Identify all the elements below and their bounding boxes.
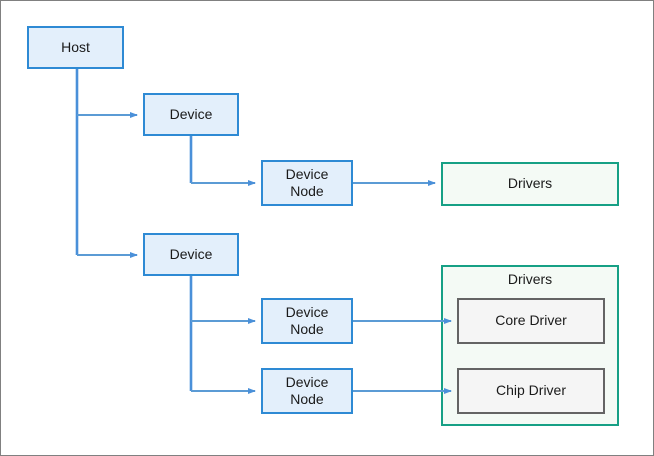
node-device-2[interactable]: Device (143, 233, 239, 276)
node-device-1[interactable]: Device (143, 93, 239, 136)
node-chip-driver[interactable]: Chip Driver (457, 368, 605, 414)
node-core-driver[interactable]: Core Driver (457, 298, 605, 344)
drivers-group-title: Drivers (507, 271, 553, 287)
node-device-node-2[interactable]: Device Node (261, 298, 353, 344)
node-device-node-3[interactable]: Device Node (261, 368, 353, 414)
node-drivers-simple[interactable]: Drivers (441, 162, 619, 206)
node-device-node-1[interactable]: Device Node (261, 160, 353, 206)
node-host[interactable]: Host (27, 26, 124, 69)
